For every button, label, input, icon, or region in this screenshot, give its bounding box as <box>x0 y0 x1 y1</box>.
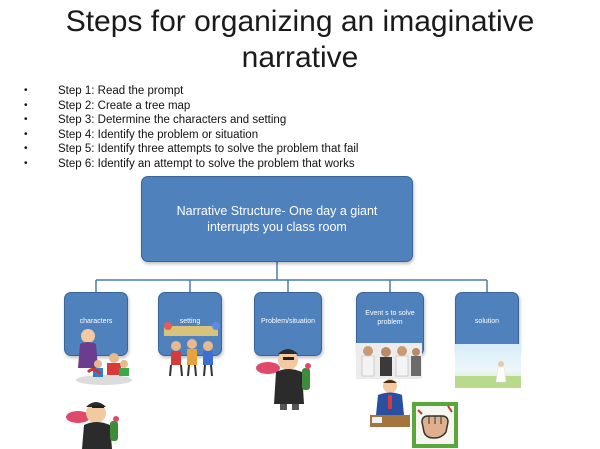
node-label: characters <box>79 318 113 325</box>
people-photo <box>356 343 422 379</box>
characters-clipart <box>76 329 132 385</box>
node-label: Event s to solve problem <box>365 310 415 326</box>
node-label: setting <box>179 318 201 325</box>
root-node-label: Narrative Structure- One day a giant int… <box>176 204 378 234</box>
problem-giant-clipart <box>256 349 311 410</box>
step-item: Step 2: Create a tree map <box>20 99 358 114</box>
fist-icon <box>412 402 458 448</box>
solution-photo <box>455 344 521 388</box>
businessman-desk-clipart <box>370 379 410 427</box>
step-item: Step 1: Read the prompt <box>20 84 358 99</box>
root-node: Narrative Structure- One day a giant int… <box>141 176 413 262</box>
step-item: Step 5: Identify three attempts to solve… <box>20 142 358 157</box>
title-line-2: narrative <box>241 41 359 74</box>
step-item: Step 6: Identify an attempt to solve the… <box>20 157 358 172</box>
giant-character-clipart <box>66 402 119 449</box>
classroom-setting-clipart <box>164 322 220 377</box>
steps-list: Step 1: Read the prompt Step 2: Create a… <box>20 84 358 172</box>
step-item: Step 3: Determine the characters and set… <box>20 113 358 128</box>
page-title: Steps for organizing an imaginative narr… <box>0 4 600 76</box>
title-line-1: Steps for organizing an imaginative <box>65 5 535 38</box>
node-label: solution <box>474 318 500 325</box>
node-problem-situation: Problem/situation <box>254 292 322 356</box>
node-label: Problem/situation <box>260 318 316 325</box>
step-item: Step 4: Identify the problem or situatio… <box>20 128 358 143</box>
